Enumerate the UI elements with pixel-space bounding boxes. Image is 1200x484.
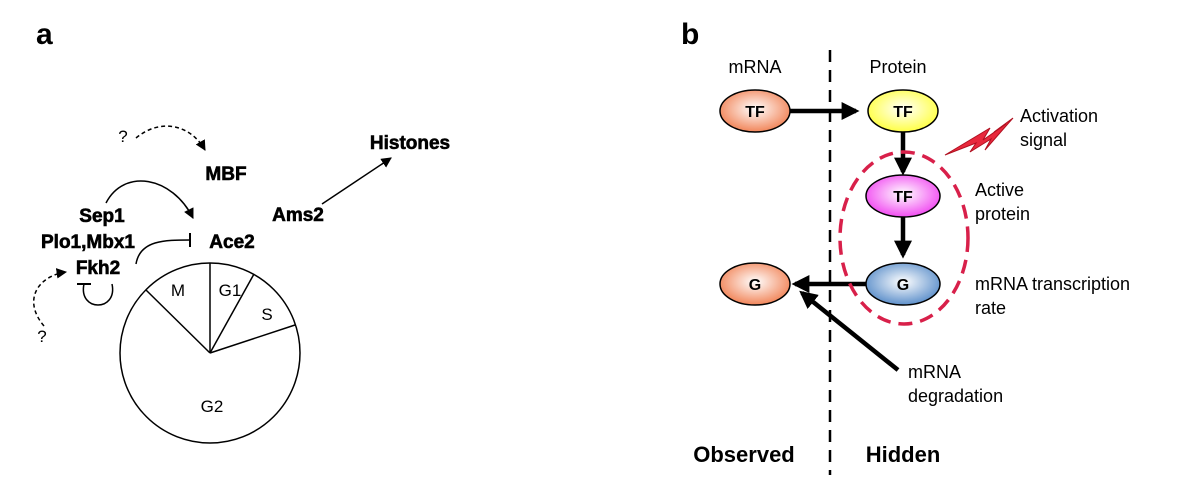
- hidden-activation-region: [838, 150, 970, 326]
- transcription-rate-label-line2: rate: [975, 298, 1006, 318]
- gene-ams2: Ams2: [272, 205, 324, 226]
- question-mark-bottom: ?: [37, 327, 46, 346]
- phase-m-label: M: [171, 281, 185, 300]
- arrow-degradation: [799, 290, 900, 372]
- arrow-sep1-to-ace2: [105, 180, 194, 219]
- activation-signal-label-line1: Activation: [1020, 106, 1098, 126]
- node-g-hidden-label: G: [897, 277, 909, 294]
- fkh2-self-inhibition: [82, 283, 114, 306]
- cycle-divider-g2-m: [145, 289, 211, 354]
- phase-g2-label: G2: [201, 397, 224, 416]
- node-tf-active: TF: [865, 174, 941, 218]
- node-g-hidden: G: [865, 262, 941, 306]
- gene-plo1-mbx1: Plo1,Mbx1: [41, 232, 135, 253]
- arrow-ams2-to-histones: [321, 157, 392, 205]
- panel-b-letter: b: [681, 18, 699, 51]
- observed-label: Observed: [693, 442, 795, 467]
- active-protein-label-line2: protein: [975, 204, 1030, 224]
- gene-histones: Histones: [370, 133, 450, 154]
- panel-b: b mRNA Protein TF TF TF G: [681, 18, 1130, 475]
- column-header-protein: Protein: [869, 57, 926, 77]
- phase-s-label: S: [261, 305, 272, 324]
- dashed-arrow-to-sep1-group: [33, 268, 68, 327]
- phase-g1-label: G1: [219, 281, 242, 300]
- node-tf-protein-label: TF: [893, 104, 913, 121]
- node-tf-mrna: TF: [719, 89, 791, 133]
- gene-fkh2: Fkh2: [76, 258, 120, 279]
- hidden-label: Hidden: [866, 442, 941, 467]
- active-protein-label-line1: Active: [975, 180, 1024, 200]
- column-header-mrna: mRNA: [729, 57, 782, 77]
- cell-cycle-pie: M G1 S G2: [119, 262, 301, 444]
- node-tf-mrna-label: TF: [745, 104, 765, 121]
- lightning-icon: [944, 117, 1014, 156]
- degradation-label-line2: degradation: [908, 386, 1003, 406]
- inhibition-to-ace2: [135, 239, 191, 265]
- panel-a-letter: a: [36, 18, 53, 51]
- cycle-divider-g1-s: [209, 273, 255, 354]
- cycle-divider-s-g2: [209, 324, 296, 354]
- transcription-rate-label-line1: mRNA transcription: [975, 274, 1130, 294]
- gene-sep1: Sep1: [79, 206, 125, 227]
- panel-a: a M G1 S G2 Histones MBF Ams2 Sep1 Plo1,…: [33, 18, 450, 444]
- node-g-observed: G: [719, 262, 791, 306]
- question-mark-top: ?: [118, 127, 127, 146]
- node-g-observed-label: G: [749, 277, 761, 294]
- activation-signal-label-line2: signal: [1020, 130, 1067, 150]
- node-tf-active-label: TF: [893, 189, 913, 206]
- node-tf-protein: TF: [867, 89, 939, 133]
- dashed-arrow-to-mbf: [135, 125, 206, 151]
- gene-mbf: MBF: [205, 164, 246, 185]
- degradation-label-line1: mRNA: [908, 362, 961, 382]
- gene-ace2: Ace2: [209, 232, 254, 253]
